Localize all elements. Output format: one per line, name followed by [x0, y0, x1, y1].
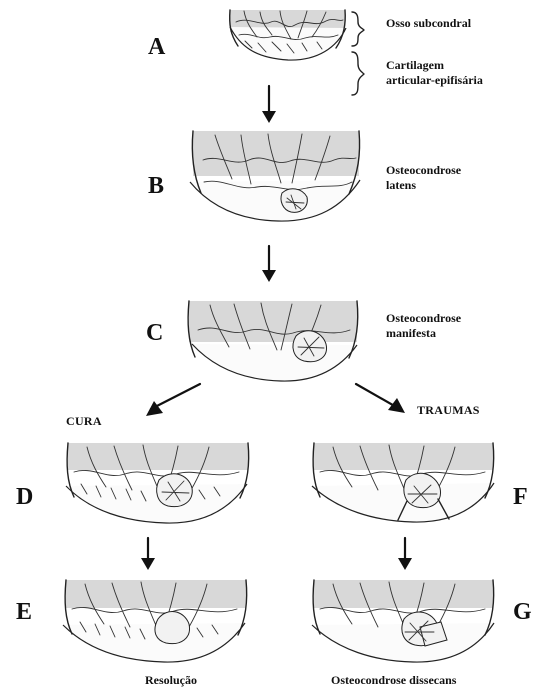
resolution-label: Resolução — [145, 674, 197, 686]
brackets — [352, 12, 364, 95]
cartilage-label: Cartilagem articular-epifisária — [386, 58, 483, 88]
label-g: G — [513, 600, 532, 624]
label-a: A — [148, 35, 166, 59]
label-c: C — [146, 321, 164, 345]
label-f: F — [513, 485, 528, 509]
panel-g — [312, 580, 494, 662]
panel-f — [312, 443, 494, 522]
dissecans-label: Osteocondrose dissecans — [331, 674, 456, 686]
subchondral-bone-label: Osso subcondral — [386, 16, 471, 31]
label-e: E — [16, 600, 33, 624]
trauma-label: TRAUMAS — [417, 404, 480, 416]
panel-d — [66, 443, 249, 523]
panel-e — [63, 580, 247, 662]
panel-a — [230, 10, 346, 60]
latens-label: Osteocondrose latens — [386, 163, 461, 193]
cure-label: CURA — [66, 415, 102, 427]
panel-b — [190, 131, 360, 221]
label-b: B — [148, 174, 165, 198]
manifest-label: Osteocondrose manifesta — [386, 311, 461, 341]
label-d: D — [16, 485, 34, 509]
panel-c — [188, 301, 358, 381]
